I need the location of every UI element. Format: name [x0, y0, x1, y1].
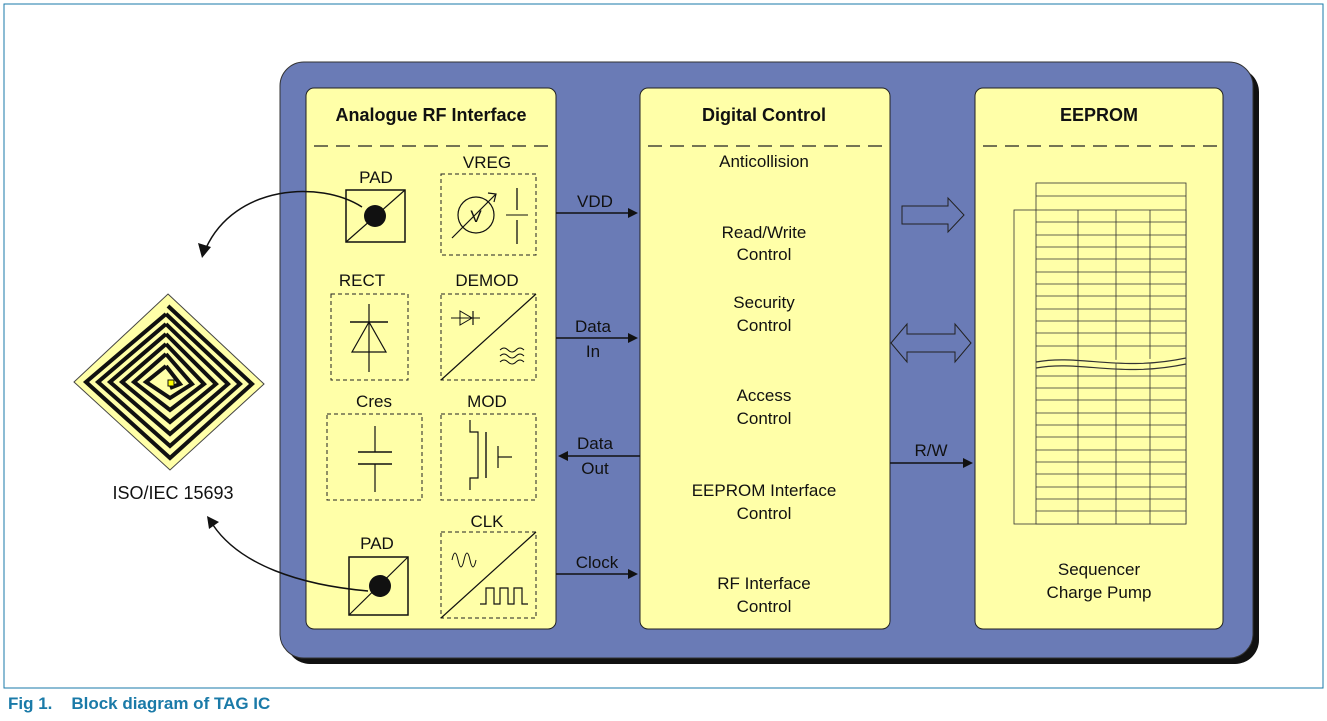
- antenna-coil: [73, 293, 265, 471]
- function-access-1: Access: [737, 386, 792, 405]
- vdd-label: VDD: [577, 192, 613, 211]
- pad-bottom-label: PAD: [360, 534, 394, 553]
- function-read-write-2: Control: [737, 245, 792, 264]
- function-security-2: Control: [737, 316, 792, 335]
- function-anticollision: Anticollision: [719, 152, 809, 171]
- rw-arrow: R/W: [890, 441, 973, 468]
- data-out-arrow: Data Out: [558, 434, 640, 478]
- analogue-rf-interface-block: Analogue RF Interface PAD VREG V RECT: [305, 87, 557, 630]
- pad-bottom-symbol: [348, 556, 409, 616]
- eeprom-footer-sequencer: Sequencer: [1058, 560, 1141, 579]
- pad-top-label: PAD: [359, 168, 393, 187]
- function-read-write-1: Read/Write: [722, 223, 807, 242]
- function-eeprom-interface-2: Control: [737, 504, 792, 523]
- clock-symbol: [440, 531, 537, 619]
- figure-border: [3, 3, 1324, 689]
- figure-title: Block diagram of TAG IC: [71, 694, 271, 713]
- mod-label: MOD: [467, 392, 507, 411]
- analogue-block-title: Analogue RF Interface: [335, 105, 526, 125]
- clk-label: CLK: [470, 512, 504, 531]
- modulator-symbol: [440, 413, 537, 501]
- rect-label: RECT: [339, 271, 385, 290]
- pad-top-symbol: [345, 189, 406, 243]
- rectifier-symbol: [330, 293, 409, 381]
- antenna-connection-top: [198, 190, 363, 258]
- function-rf-interface-1: RF Interface: [717, 574, 811, 593]
- demod-label: DEMOD: [455, 271, 518, 290]
- data-in-label-1: Data: [575, 317, 611, 336]
- eeprom-block: EEPROM Sequencer Charge Pump: [974, 87, 1224, 630]
- function-eeprom-interface-1: EEPROM Interface: [692, 481, 837, 500]
- memory-array: [1013, 182, 1187, 525]
- vdd-arrow: VDD: [556, 192, 638, 218]
- antenna-standard-label: ISO/IEC 15693: [112, 483, 233, 503]
- figure-number: Fig 1.: [8, 694, 53, 713]
- digital-block-title: Digital Control: [702, 105, 826, 125]
- cres-label: Cres: [356, 392, 392, 411]
- eeprom-block-title: EEPROM: [1060, 105, 1138, 125]
- eeprom-footer-charge-pump: Charge Pump: [1047, 583, 1152, 602]
- vreg-voltmeter-letter: V: [470, 207, 482, 226]
- function-rf-interface-2: Control: [737, 597, 792, 616]
- data-in-label-2: In: [586, 342, 600, 361]
- figure-caption: Fig 1. Block diagram of TAG IC: [8, 694, 270, 714]
- function-security-1: Security: [733, 293, 795, 312]
- capacitor-symbol: [326, 413, 423, 501]
- bidirectional-bus-arrow: [890, 322, 972, 364]
- vreg-symbol: V: [440, 173, 537, 256]
- write-bus-arrow: [901, 196, 965, 234]
- demodulator-symbol: [440, 293, 537, 381]
- function-access-2: Control: [737, 409, 792, 428]
- clock-arrow: Clock: [556, 553, 638, 579]
- antenna-connection-bottom: [207, 516, 369, 592]
- data-out-label-2: Out: [581, 459, 609, 478]
- data-in-arrow: Data In: [556, 317, 638, 361]
- vreg-label: VREG: [463, 153, 511, 172]
- data-out-label-1: Data: [577, 434, 613, 453]
- rw-label: R/W: [914, 441, 947, 460]
- digital-control-block: Digital Control Anticollision Read/Write…: [639, 87, 891, 630]
- clock-label: Clock: [576, 553, 619, 572]
